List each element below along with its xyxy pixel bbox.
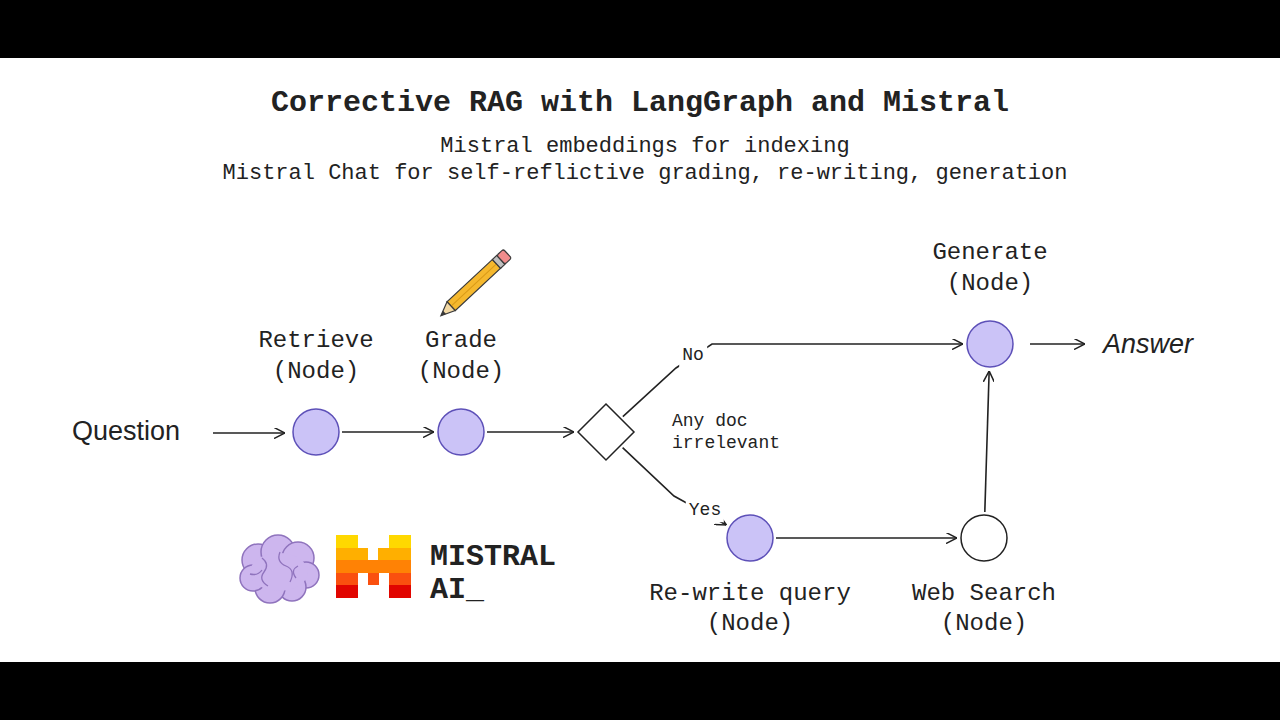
brain-icon-part bbox=[293, 566, 298, 578]
circle-outline bbox=[438, 409, 484, 455]
flow-terminal-text: Answer bbox=[1103, 328, 1193, 360]
mistral-logo-part bbox=[336, 585, 358, 598]
node-circle bbox=[959, 513, 1009, 563]
brain-icon-part bbox=[279, 552, 292, 582]
flow-arrow bbox=[985, 371, 989, 512]
output-arrow bbox=[1030, 343, 1085, 345]
flow-arrow bbox=[487, 431, 574, 433]
diamond-outline bbox=[578, 404, 634, 460]
process-node: Re-write query (Node) bbox=[642, 513, 858, 639]
process-node: Grade (Node) bbox=[396, 325, 526, 457]
mistral-logo-part bbox=[336, 573, 358, 585]
flow-arrow bbox=[623, 344, 963, 417]
node-label-block: Retrieve (Node) bbox=[251, 325, 381, 387]
circle-outline bbox=[961, 515, 1007, 561]
logo-wordmark: AI_ bbox=[430, 572, 484, 608]
flow-arrow bbox=[623, 448, 727, 525]
pencil-icon-part bbox=[437, 302, 455, 320]
brain-icon bbox=[240, 535, 319, 603]
node-circle bbox=[291, 407, 341, 457]
logo-wordmark: MISTRAL bbox=[430, 539, 556, 575]
input-arrow bbox=[213, 432, 285, 434]
mistral-logo-part bbox=[336, 535, 358, 548]
mistral-logo-part bbox=[389, 573, 411, 585]
brain-icon-part bbox=[250, 570, 262, 575]
node-label-block: Grade (Node) bbox=[396, 325, 526, 387]
node-label: Web Search (Node) bbox=[905, 579, 1063, 639]
subtitle-line: Mistral embeddings for indexing bbox=[440, 134, 849, 160]
flow-arrow bbox=[342, 431, 434, 433]
node-label: Retrieve (Node) bbox=[251, 325, 381, 387]
mistral-logo-part bbox=[368, 573, 379, 585]
node-label-block: Generate (Node) bbox=[925, 237, 1055, 299]
decision-diamond bbox=[576, 402, 636, 462]
process-node: Retrieve (Node) bbox=[251, 325, 381, 457]
brain-icon-part bbox=[262, 558, 268, 586]
circle-outline bbox=[967, 321, 1013, 367]
node-circle bbox=[436, 407, 486, 457]
node-circle bbox=[965, 319, 1015, 369]
node-label-block: Any doc irrelevant bbox=[672, 410, 785, 454]
node-label: Re-write query (Node) bbox=[642, 579, 858, 639]
pencil-icon-part bbox=[439, 311, 446, 318]
mistral-logo-part bbox=[378, 548, 411, 560]
decision-node: Any doc irrelevant bbox=[576, 402, 785, 462]
pencil-icon-part bbox=[447, 260, 501, 311]
mistral-logo-part bbox=[336, 560, 411, 573]
top-bar bbox=[0, 0, 1280, 58]
bottom-bar bbox=[0, 662, 1280, 720]
process-node: Web Search (Node) bbox=[905, 513, 1063, 639]
mistral-logo-part bbox=[389, 585, 411, 598]
pencil-icon-part bbox=[451, 264, 496, 306]
node-label: Grade (Node) bbox=[396, 325, 526, 387]
flow-arrow bbox=[776, 537, 957, 539]
flow-terminal-text: Question bbox=[72, 415, 180, 447]
node-label: Generate (Node) bbox=[925, 237, 1055, 299]
diagram-title: Corrective RAG with LangGraph and Mistra… bbox=[271, 85, 1009, 121]
node-label: Any doc irrelevant bbox=[672, 410, 785, 454]
mistral-logo-part bbox=[389, 535, 411, 548]
mistral-logo-part bbox=[336, 548, 368, 560]
process-node: Generate (Node) bbox=[925, 237, 1055, 369]
mistral-logo bbox=[336, 535, 411, 598]
edge-label: No bbox=[679, 345, 707, 367]
brain-icon-part bbox=[250, 553, 308, 591]
subtitle-line: Mistral Chat for self-reflictive grading… bbox=[223, 161, 1068, 187]
node-label-block: Web Search (Node) bbox=[905, 579, 1063, 639]
node-circle bbox=[725, 513, 775, 563]
circle-outline bbox=[293, 409, 339, 455]
circle-outline bbox=[727, 515, 773, 561]
node-label-block: Re-write query (Node) bbox=[642, 579, 858, 639]
pencil-icon bbox=[437, 249, 512, 320]
pencil-icon-part bbox=[497, 249, 512, 264]
edge-label: Yes bbox=[686, 500, 724, 522]
